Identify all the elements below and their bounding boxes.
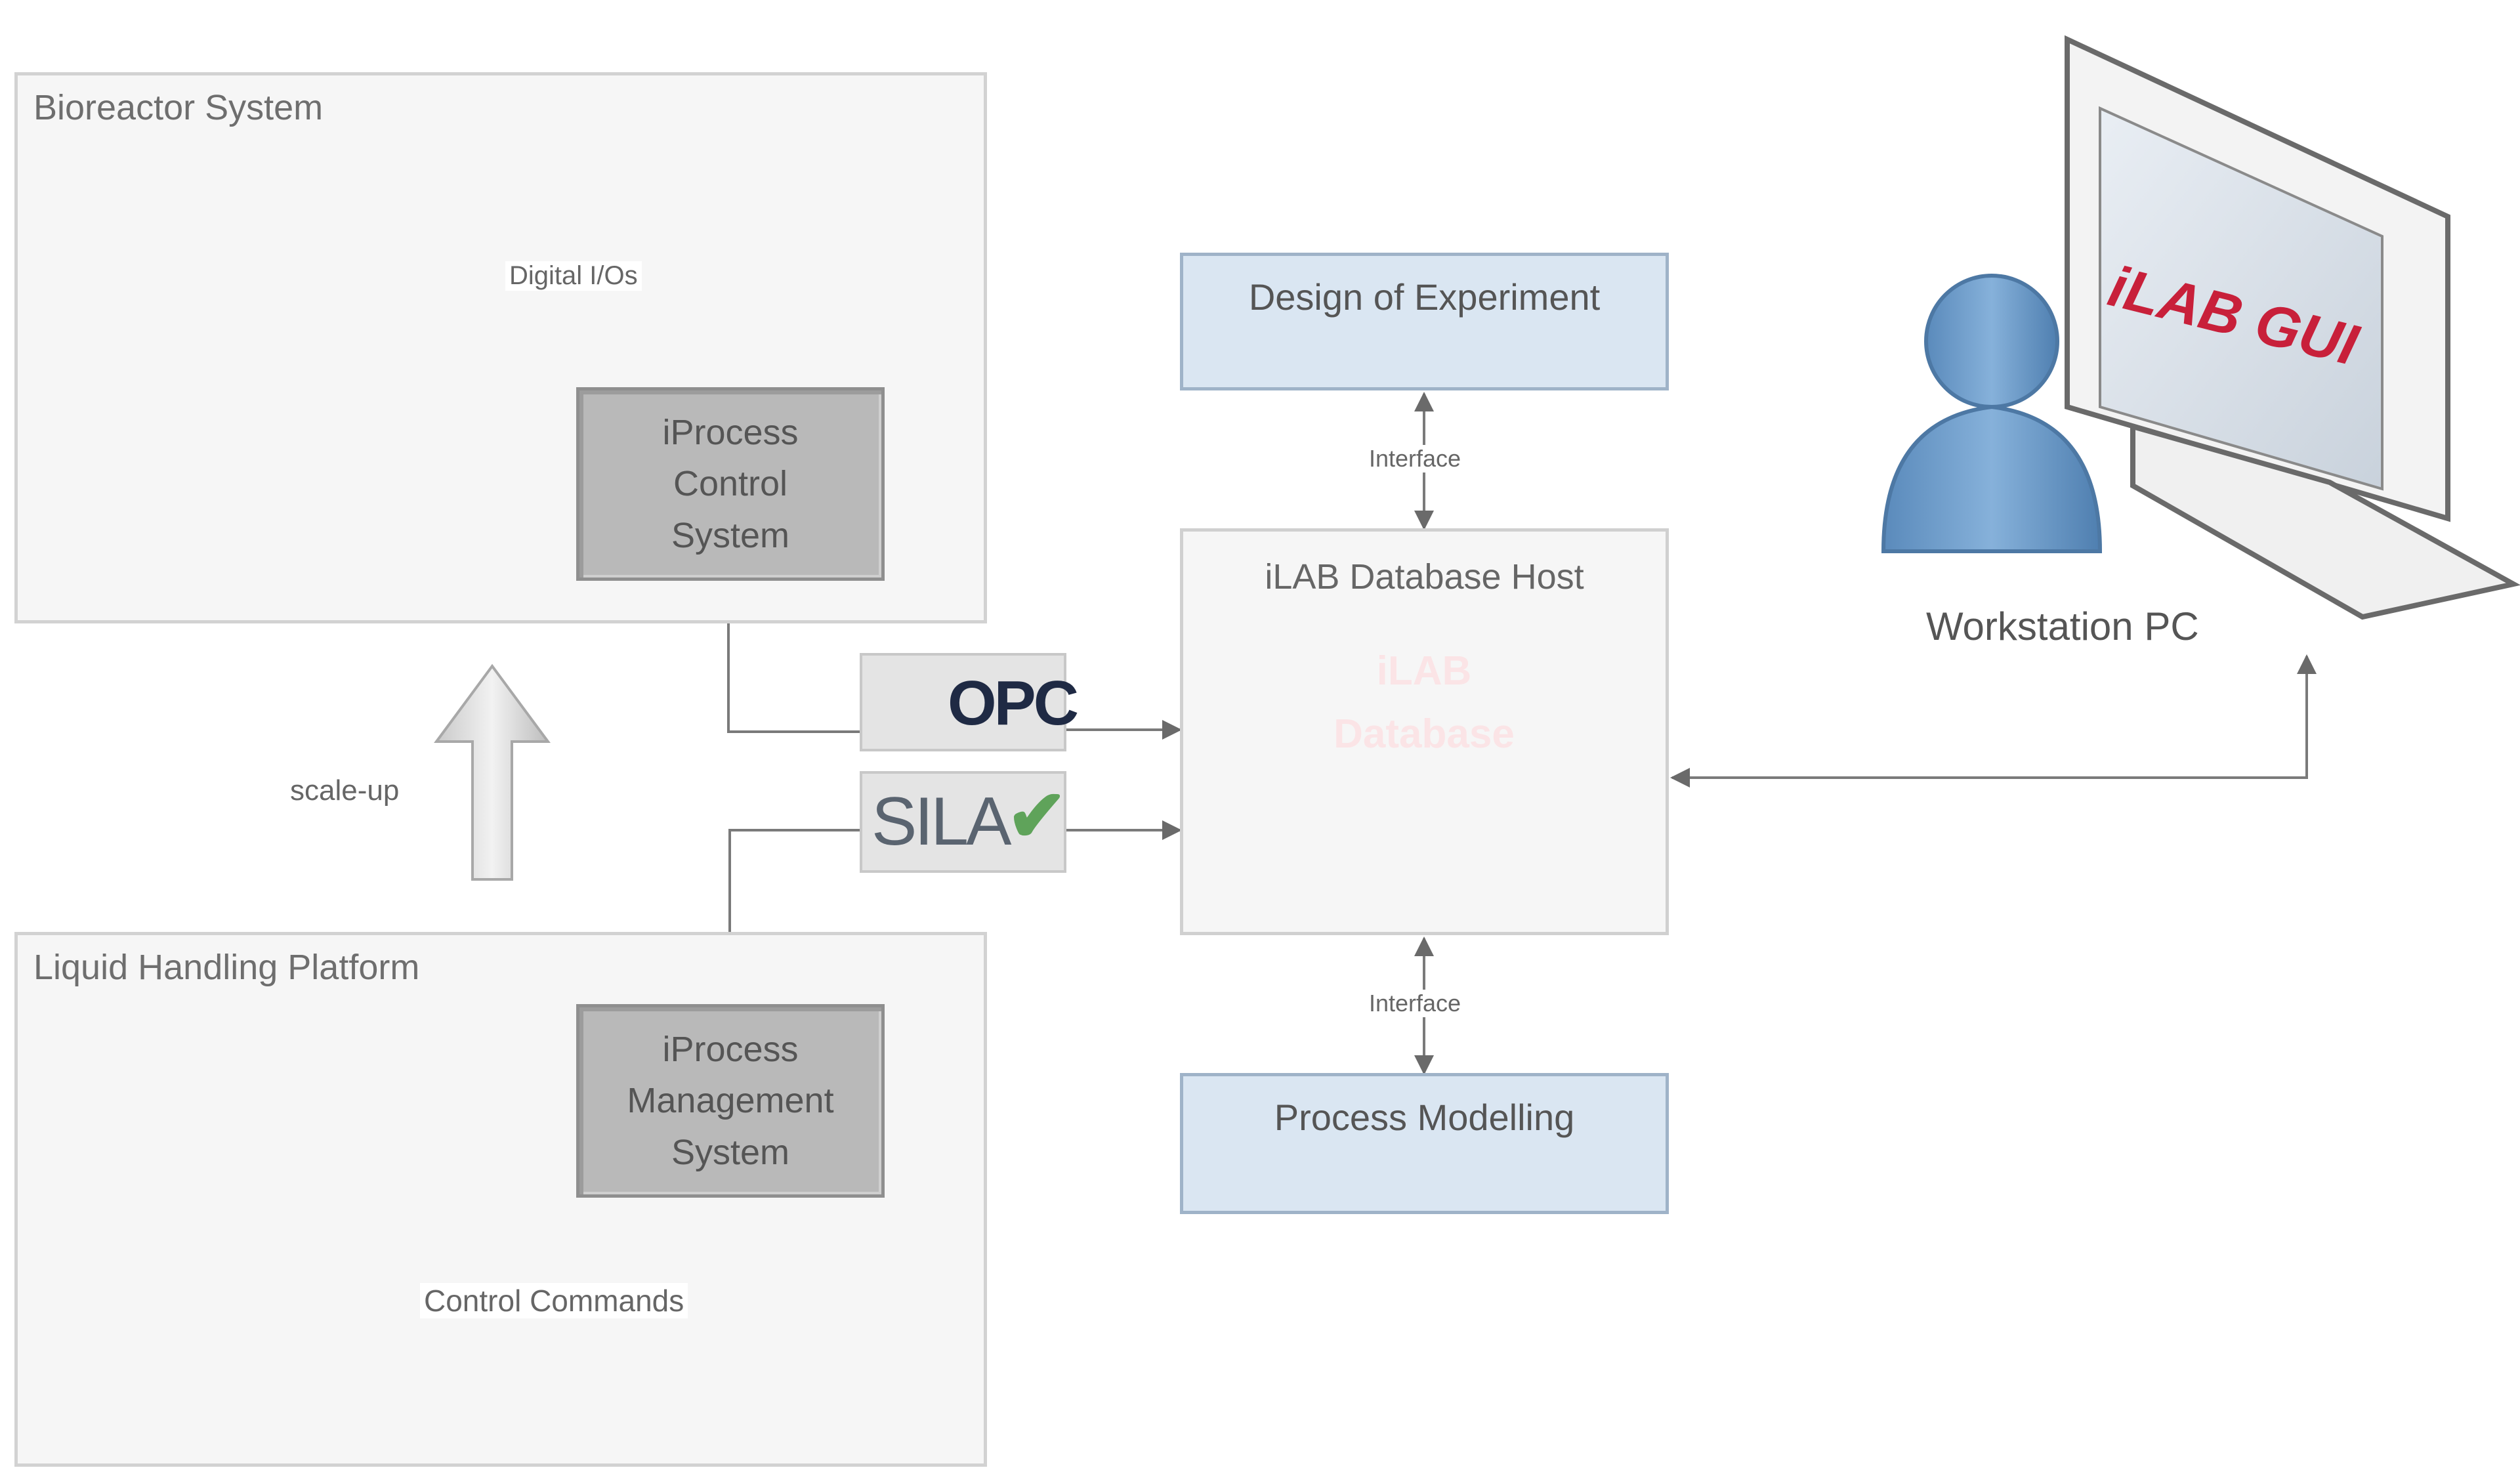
process-management-line-2: Management bbox=[627, 1081, 834, 1121]
scale-up-label: scale-up bbox=[290, 774, 400, 807]
sila-logo: SILA ✔ bbox=[860, 771, 1068, 873]
sila-logo-text: SILA bbox=[872, 784, 1011, 860]
design-of-experiment-label: Design of Experiment bbox=[1248, 276, 1601, 318]
process-management-line-1: iProcess bbox=[662, 1030, 799, 1070]
process-modelling-label: Process Modelling bbox=[1274, 1097, 1575, 1138]
workstation-pc-label: Workstation PC bbox=[1926, 604, 2199, 648]
process-management-line-3: System bbox=[671, 1132, 790, 1172]
interface-bottom-label: Interface bbox=[1365, 990, 1465, 1017]
database-line-2: Database bbox=[1334, 711, 1515, 757]
database-host-box[interactable]: iLAB Database Host bbox=[1180, 528, 1669, 935]
sila-check-icon: ✔ bbox=[1007, 776, 1068, 856]
user-icon bbox=[1881, 274, 2103, 553]
process-modelling-box[interactable]: Process Modelling bbox=[1180, 1073, 1669, 1214]
process-control-line-3: System bbox=[671, 515, 790, 555]
workstation-connector bbox=[1670, 656, 2308, 788]
control-commands-label: Control Commands bbox=[420, 1283, 688, 1318]
user-body bbox=[1881, 404, 2103, 553]
process-control-line-1: iProcess bbox=[662, 413, 799, 453]
database-host-title: iLAB Database Host bbox=[1265, 557, 1584, 597]
opc-logo-text: OPC bbox=[948, 668, 1079, 738]
interface-top-label: Interface bbox=[1365, 445, 1465, 473]
monitor-icon bbox=[2065, 35, 2520, 620]
user-head bbox=[1924, 274, 2059, 409]
monitor-screen bbox=[2099, 106, 2384, 491]
database-text: iLAB Database bbox=[1267, 640, 1582, 766]
design-of-experiment-box[interactable]: Design of Experiment bbox=[1180, 253, 1669, 390]
process-control-line-2: Control bbox=[673, 464, 788, 504]
opc-logo: OPC bbox=[860, 653, 1079, 751]
database-line-1: iLAB bbox=[1376, 648, 1472, 694]
bioreactor-system-title: Bioreactor System bbox=[33, 88, 324, 127]
digital-io-label: Digital I/Os bbox=[505, 261, 642, 291]
process-management-system-box[interactable]: iProcess Management System bbox=[576, 1004, 885, 1198]
scale-up-arrow-icon bbox=[434, 663, 551, 881]
process-control-system-box[interactable]: iProcess Control System bbox=[576, 387, 885, 581]
liquid-handling-title: Liquid Handling Platform bbox=[33, 948, 420, 987]
control-to-opc-connector bbox=[727, 581, 860, 733]
monitor-stand bbox=[2130, 423, 2520, 620]
